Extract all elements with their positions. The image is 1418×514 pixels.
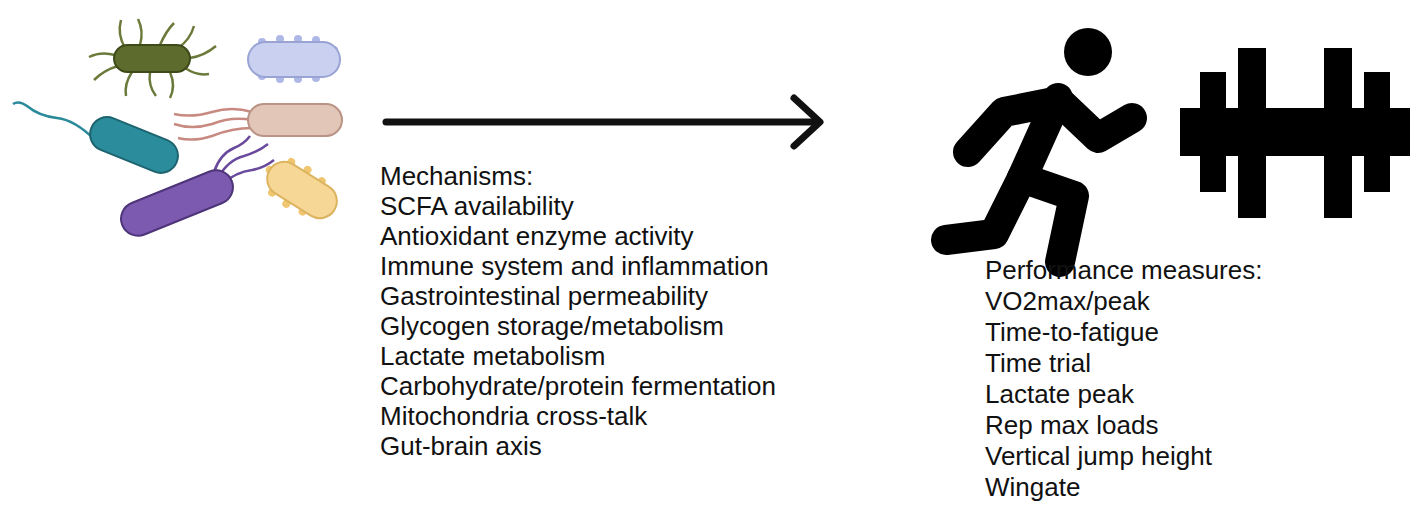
list-item: Lactate metabolism [380,341,605,371]
bacterium-purple [116,136,274,241]
runner-icon [946,28,1132,262]
list-heading: Mechanisms: [380,161,533,191]
list-item: VO2max/peak [985,286,1150,317]
dumbbell-icon [1180,48,1410,218]
list-item: Rep max loads [985,410,1158,441]
list-item: Lactate peak [985,379,1134,410]
list-item: Time-to-fatigue [985,317,1159,348]
bacterium-teal [13,102,183,178]
list-item: Immune system and inflammation [380,251,769,281]
bacterium-pink [174,104,342,140]
bacterium-olive [89,19,216,98]
list-heading: Performance measures: [985,255,1262,286]
list-item: Glycogen storage/metabolism [380,311,724,341]
list-item: Wingate [985,472,1080,503]
main-arrow [386,98,820,146]
list-item: Time trial [985,348,1091,379]
list-item: Mitochondria cross-talk [380,401,647,431]
bacterium-yellow [254,147,347,230]
list-item: SCFA availability [380,191,574,221]
list-item: Carbohydrate/protein fermentation [380,371,776,401]
list-item: Gastrointestinal permeability [380,281,708,311]
list-item: Gut-brain axis [380,431,542,461]
bacterium-lavender [248,35,340,83]
list-item: Vertical jump height [985,441,1212,472]
list-item: Antioxidant enzyme activity [380,221,694,251]
